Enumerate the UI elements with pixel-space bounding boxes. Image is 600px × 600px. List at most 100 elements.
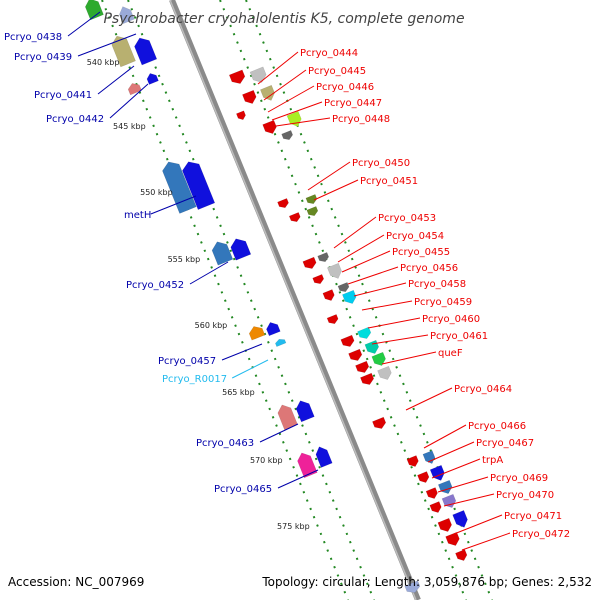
gene-arrow — [360, 372, 375, 385]
gene-shape — [437, 517, 452, 532]
gene-arrow — [134, 37, 158, 66]
gene-features — [85, 0, 468, 593]
right-gene-label: Pcryo_0456 — [400, 263, 458, 274]
right-gene-label: Pcryo_0450 — [352, 158, 410, 169]
gene-shape — [417, 471, 430, 483]
gene-shape — [326, 314, 339, 324]
left-gene-label: Pcryo_0457 — [158, 356, 216, 367]
right-gene-label: Pcryo_0454 — [386, 231, 444, 242]
left-gene-label: metH — [124, 210, 151, 221]
gene-shape — [337, 282, 350, 292]
left-gene-label: Pcryo_0439 — [14, 52, 72, 63]
gene-shape — [355, 360, 370, 373]
gene-arrow — [312, 274, 325, 284]
gene-shape — [242, 89, 257, 104]
right-leader-line — [437, 476, 489, 493]
gene-arrow — [262, 119, 277, 134]
right-gene-label: Pcryo_0466 — [468, 421, 526, 432]
right-gene-label: Pcryo_0445 — [308, 66, 366, 77]
map-title: Psychrobacter cryohalolentis K5, complet… — [103, 11, 464, 27]
gene-arrow — [417, 471, 430, 483]
right-gene-label: Pcryo_0447 — [324, 98, 382, 109]
gene-arrow — [85, 0, 104, 21]
gene-arrow — [437, 517, 452, 532]
right-leader-line — [405, 387, 453, 411]
gene-arrow — [230, 238, 252, 261]
right-gene-label: Pcryo_0458 — [408, 279, 466, 290]
gene-arrow — [441, 493, 457, 508]
gene-arrow — [322, 289, 335, 301]
gene-shape — [266, 322, 281, 337]
gene-shape — [315, 446, 333, 468]
gene-shape — [306, 206, 319, 216]
right-gene-label: Pcryo_0471 — [504, 511, 562, 522]
right-gene-label: Pcryo_0461 — [430, 331, 488, 342]
gene-shape — [295, 400, 315, 423]
label-leader-lines — [67, 11, 511, 551]
gene-arrow — [357, 326, 372, 339]
kbp-tick-label: 550 kbp — [140, 188, 173, 197]
gene-arrow — [228, 69, 246, 84]
right-gene-label: Pcryo_0469 — [490, 473, 548, 484]
gene-arrow — [455, 549, 468, 561]
right-gene-label: Pcryo_0472 — [512, 529, 570, 540]
gene-arrow — [317, 252, 329, 262]
gene-shape — [297, 452, 318, 479]
gene-arrow — [182, 161, 216, 210]
gene-arrow — [266, 322, 281, 337]
left-gene-label: Pcryo_0463 — [196, 438, 254, 449]
right-gene-label: Pcryo_0448 — [332, 114, 390, 125]
right-gene-label: trpA — [482, 455, 503, 466]
right-leader-line — [307, 161, 351, 191]
gene-arrow — [297, 452, 318, 479]
gene-arrow — [340, 334, 355, 347]
gene-arrow — [342, 289, 357, 304]
gene-arrow — [248, 326, 266, 341]
gene-shape — [305, 194, 318, 204]
gene-arrow — [236, 110, 246, 121]
gene-arrow — [429, 501, 442, 513]
gene-arrow — [371, 351, 386, 366]
gene-shape — [312, 274, 325, 284]
gene-shape — [404, 580, 421, 593]
kbp-tick-label: 575 kbp — [277, 522, 310, 531]
left-gene-label: Pcryo_0465 — [214, 484, 272, 495]
topology-text: Topology: circular; Length: 3,059,876 bp… — [261, 575, 592, 589]
right-gene-label: Pcryo_0464 — [454, 384, 512, 395]
gene-shape — [211, 241, 234, 266]
gene-arrow — [306, 206, 319, 216]
gene-shape — [360, 372, 375, 385]
gene-shape — [452, 510, 468, 528]
gene-shape — [249, 66, 267, 83]
gene-arrow — [146, 73, 159, 85]
gene-shape — [248, 326, 266, 341]
gene-shape — [377, 365, 392, 380]
gene-shape — [146, 73, 159, 85]
gene-arrow — [326, 314, 339, 324]
gene-shape — [134, 37, 158, 66]
gene-shape — [288, 212, 301, 222]
gene-arrow — [377, 365, 392, 380]
gene-shape — [357, 326, 372, 339]
kbp-tick-label: 540 kbp — [87, 58, 120, 67]
gene-arrow — [162, 161, 197, 214]
right-leader-line — [337, 234, 385, 263]
gene-shape — [111, 35, 136, 68]
right-gene-label: Pcryo_0453 — [378, 213, 436, 224]
right-leader-line — [257, 51, 299, 85]
right-gene-label: Pcryo_0470 — [496, 490, 554, 501]
right-leader-line — [347, 266, 399, 285]
gene-arrow — [327, 262, 342, 279]
right-leader-line — [341, 250, 391, 273]
left-gene-label: Pcryo_R0017 — [162, 374, 227, 385]
lane-dotted-line — [127, 0, 375, 600]
gene-arrow — [372, 416, 387, 429]
left-leader-line — [109, 83, 149, 119]
kbp-tick-label: 570 kbp — [250, 456, 283, 465]
gene-shape — [322, 289, 335, 301]
right-leader-line — [453, 514, 503, 535]
gene-arrow — [315, 446, 333, 468]
right-leader-line — [431, 458, 481, 479]
gene-arrow — [211, 241, 234, 266]
